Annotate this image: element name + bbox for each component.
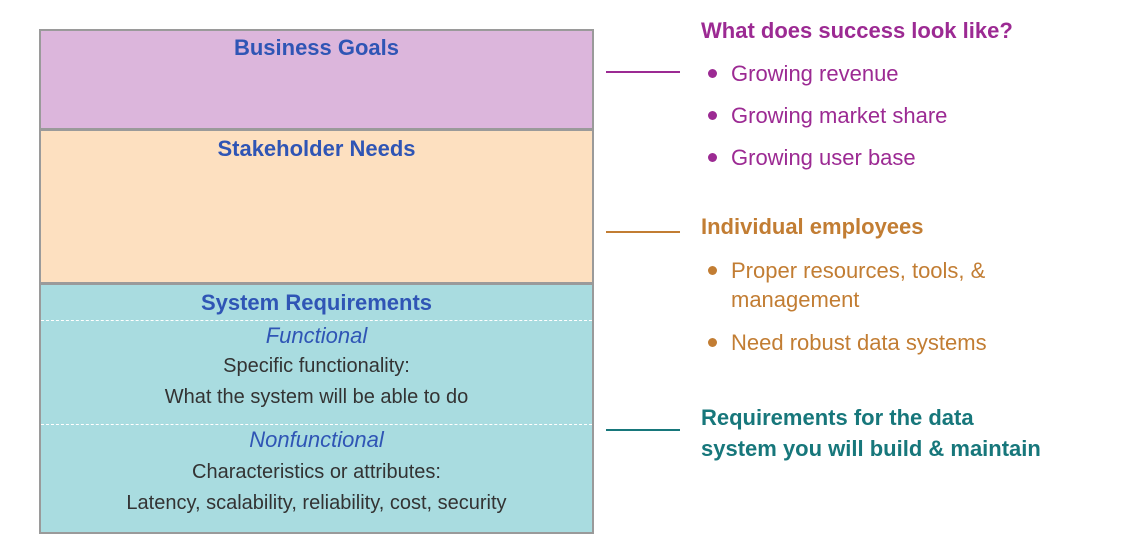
functional-divider <box>41 424 592 425</box>
system-requirements-connector <box>606 429 680 431</box>
functional-description-line-1: Specific functionality: <box>223 355 410 377</box>
list-item: Growing revenue <box>701 60 947 102</box>
list-item: Proper resources, tools, & management <box>701 256 1081 314</box>
system-heading-line-2: system you will build & maintain <box>701 436 1041 461</box>
functional-description-line-2: What the system will be able to do <box>164 386 469 408</box>
nonfunctional-title: Nonfunctional <box>249 427 384 452</box>
stakeholder-needs-block: Stakeholder Needs <box>41 131 592 285</box>
system-requirements-title: System Requirements <box>200 290 433 315</box>
business-goals-block: Business Goals <box>41 31 592 131</box>
list-item: Growing user base <box>701 144 947 186</box>
nonfunctional-description-line-1: Characteristics or attributes: <box>192 461 441 483</box>
functional-title: Functional <box>265 323 368 348</box>
success-heading: What does success look like? <box>701 18 1013 43</box>
business-goals-title: Business Goals <box>233 35 400 60</box>
list-item: Growing market share <box>701 102 947 144</box>
requirements-divider <box>41 320 592 321</box>
system-requirements-block: System Requirements Functional Specific … <box>41 285 592 532</box>
employees-heading: Individual employees <box>701 214 924 239</box>
business-goals-connector <box>606 71 680 73</box>
system-heading-line-1: Requirements for the data <box>701 405 974 430</box>
success-list: Growing revenue Growing market share Gro… <box>701 60 947 186</box>
system-requirements-heading: Requirements for the data system you wil… <box>701 402 1121 464</box>
nonfunctional-description-line-2: Latency, scalability, reliability, cost,… <box>126 492 507 514</box>
stakeholder-needs-title: Stakeholder Needs <box>217 136 416 161</box>
requirements-stack: Business Goals Stakeholder Needs System … <box>39 29 594 534</box>
list-item: Need robust data systems <box>701 328 1081 357</box>
stakeholder-needs-connector <box>606 231 680 233</box>
employees-list: Proper resources, tools, & management Ne… <box>701 256 1081 371</box>
